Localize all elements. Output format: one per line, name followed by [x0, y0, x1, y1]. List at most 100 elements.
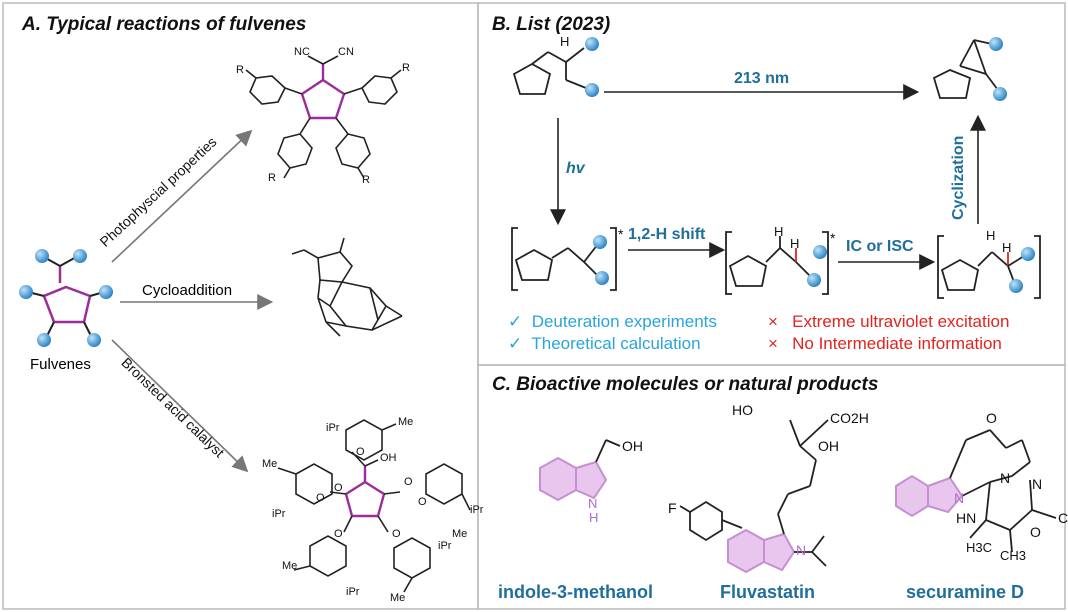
- label-ipr-4: iPr: [438, 540, 452, 552]
- cycloadduct-molecule: [291, 237, 403, 337]
- indole-n-label: N: [588, 496, 598, 511]
- label-h-int2-b: H: [790, 236, 800, 251]
- ball: [989, 37, 1003, 51]
- ball: [993, 87, 1007, 101]
- panel-c-title: C. Bioactive molecules or natural produc…: [492, 374, 879, 395]
- label-r-1: R: [236, 64, 244, 76]
- label-o-1: O: [356, 446, 365, 458]
- panel-b-border: [477, 2, 1066, 366]
- securamine-d-molecule: [895, 429, 1057, 553]
- label-h-int3-b: H: [1002, 240, 1012, 255]
- indole-h-label: H: [589, 510, 599, 525]
- con-item-2: × No Intermediate information: [768, 334, 1002, 354]
- ball: [807, 273, 821, 287]
- label-nc: NC: [294, 46, 310, 58]
- caption-securamine-d: securamine D: [906, 582, 1025, 602]
- con-item-1: × Extreme ultraviolet excitation: [768, 312, 1009, 332]
- fluvastatin-oh-label: OH: [818, 438, 839, 454]
- fluvastatin-co2h-label: CO2H: [830, 410, 869, 426]
- spiro-product-b: [932, 39, 999, 99]
- label-o-4: O: [404, 476, 413, 488]
- pro-text-2: Theoretical calculation: [531, 334, 701, 353]
- label-o-2: O: [316, 492, 325, 504]
- fluvastatin-ho-label: HO: [732, 402, 753, 418]
- fulvene-start-molecule: [19, 249, 113, 347]
- label-me-4: Me: [282, 560, 298, 572]
- label-r-4: R: [362, 174, 370, 186]
- ball: [813, 245, 827, 259]
- caption-indole-3-methanol: indole-3-methanol: [498, 582, 654, 602]
- securamine-n3-label: N: [1032, 476, 1043, 492]
- securamine-ch3-label: CH3: [1000, 548, 1027, 563]
- ball: [595, 271, 609, 285]
- intermediate-1: [511, 227, 617, 291]
- securamine-h3c-label: H3C: [966, 540, 993, 555]
- tetraaryl-fulvene-molecule: [245, 55, 402, 179]
- excited-mark-1: *: [618, 226, 624, 242]
- con-text-1: Extreme ultraviolet excitation: [792, 312, 1010, 331]
- label-cycloaddition: Cycloaddition: [142, 282, 233, 299]
- arrow-bronsted: [111, 339, 249, 473]
- panel-a-title: A. Typical reactions of fulvenes: [22, 14, 307, 35]
- label-hv: hv: [566, 160, 585, 177]
- label-o-3: O: [334, 482, 343, 494]
- pro-item-1: ✓ Deuteration experiments: [508, 312, 717, 332]
- ball: [1009, 279, 1023, 293]
- caption-fluvastatin: Fluvastatin: [720, 582, 816, 602]
- label-ipr-2: iPr: [326, 422, 340, 434]
- label-r-2: R: [402, 62, 410, 74]
- label-h-start: H: [560, 34, 570, 49]
- ball: [1021, 247, 1035, 261]
- label-h-int2-a: H: [774, 224, 784, 239]
- fluvastatin-f-label: F: [668, 500, 677, 516]
- panel-a-border: [2, 2, 479, 610]
- label-h-int3-a: H: [986, 228, 996, 243]
- intermediate-3: [937, 235, 1041, 299]
- label-oh: OH: [380, 452, 397, 464]
- label-213nm: 213 nm: [734, 70, 790, 87]
- ball: [585, 37, 599, 51]
- ball: [585, 83, 599, 97]
- label-cn: CN: [338, 46, 354, 58]
- con-text-2: No Intermediate information: [792, 334, 1002, 353]
- label-me-1: Me: [262, 458, 278, 470]
- label-o-5: O: [418, 496, 427, 508]
- label-ipr-1: iPr: [272, 508, 286, 520]
- securamine-hn-label: HN: [956, 510, 977, 526]
- indole-oh-label: OH: [622, 438, 643, 454]
- label-1-2-h-shift: 1,2-H shift: [628, 226, 706, 243]
- intermediate-2: [725, 231, 829, 295]
- securamine-o2-label: O: [1030, 524, 1041, 540]
- check-icon: ✓: [508, 334, 523, 353]
- start-fulvene-b: [512, 47, 587, 95]
- label-cyclization: Cyclization: [950, 135, 967, 220]
- panel-b-title: B. List (2023): [492, 14, 611, 35]
- label-ipr-5: iPr: [470, 504, 484, 516]
- label-o-7: O: [392, 528, 401, 540]
- cross-icon: ×: [768, 334, 778, 353]
- label-r-3: R: [268, 172, 276, 184]
- securamine-o1-label: O: [986, 410, 997, 426]
- label-ipr-3: iPr: [346, 586, 360, 598]
- cross-icon: ×: [768, 312, 778, 331]
- ball: [593, 235, 607, 249]
- label-me-5: Me: [390, 592, 406, 604]
- pro-text-1: Deuteration experiments: [531, 312, 717, 331]
- label-fulvenes: Fulvenes: [30, 356, 91, 373]
- label-me-3: Me: [452, 528, 468, 540]
- panel-c-border: [477, 364, 1066, 610]
- indole-3-methanol-molecule: [539, 439, 621, 502]
- bronsted-acid-catalyst-molecule: [277, 419, 471, 593]
- check-icon: ✓: [508, 312, 523, 331]
- label-ic-isc: IC or ISC: [846, 238, 914, 255]
- fluvastatin-n-label: N: [796, 542, 807, 558]
- excited-mark-2: *: [830, 230, 836, 246]
- securamine-n1-label: N: [954, 490, 965, 506]
- arrow-photophysical: [111, 129, 253, 263]
- securamine-n2-label: N: [1000, 470, 1011, 486]
- label-o-6: O: [334, 528, 343, 540]
- label-me-2: Me: [398, 416, 414, 428]
- securamine-cl-label: Cl: [1058, 510, 1068, 526]
- fluvastatin-molecule: [679, 419, 829, 574]
